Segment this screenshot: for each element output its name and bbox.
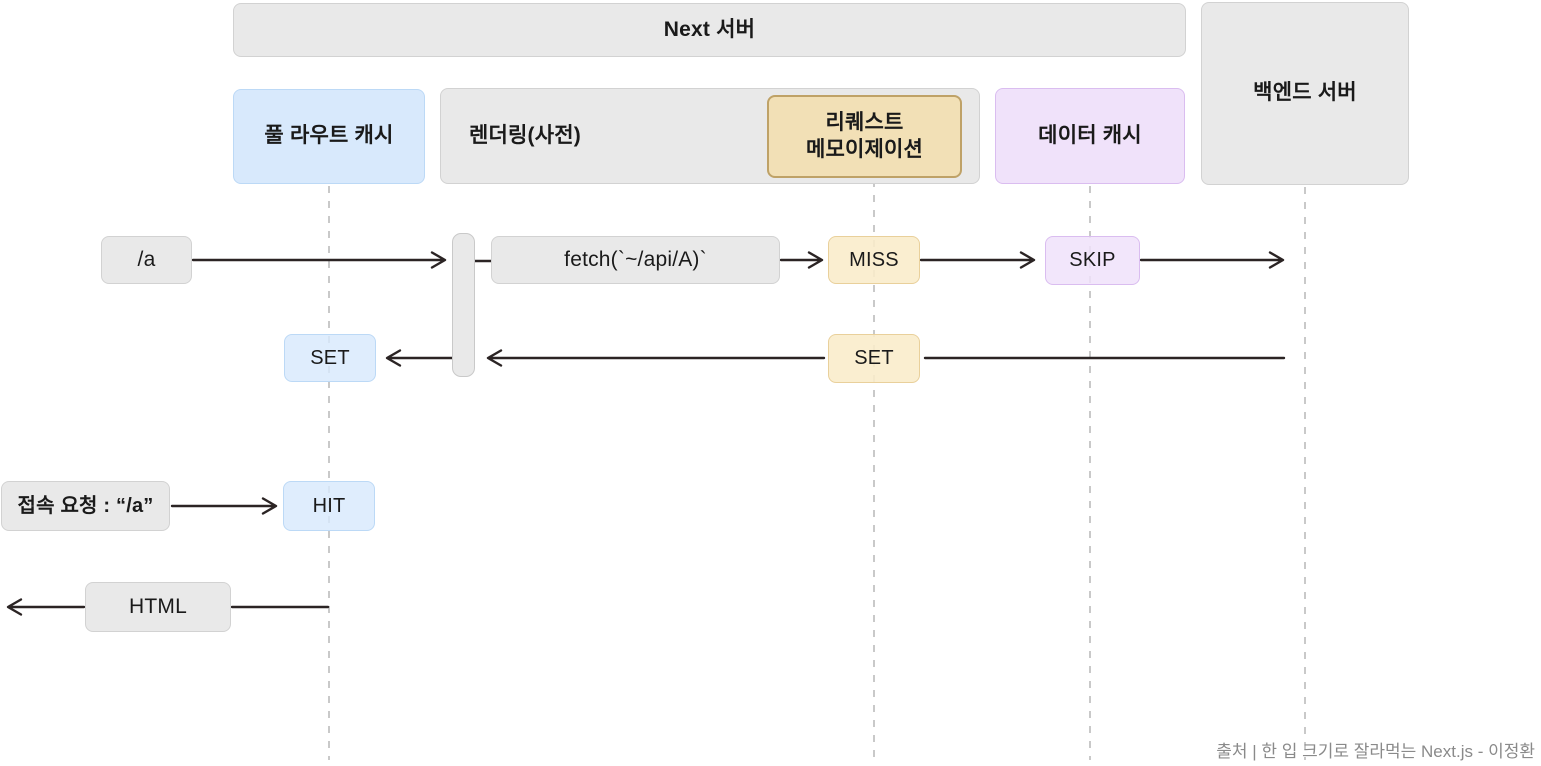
arrow-skip-to-backend xyxy=(1139,251,1285,269)
lane-request-memoization-line2: 메모이제이션 xyxy=(805,137,924,161)
node-access-request: 접속 요청 : “/a” xyxy=(1,481,170,531)
arrow-html-to-client xyxy=(6,598,86,616)
node-hit: HIT xyxy=(283,481,375,531)
lane-rendering-label: 렌더링(사전) xyxy=(469,123,581,147)
node-fetch-call-label: fetch(`~/api/A)` xyxy=(564,247,707,271)
lane-next-server-label: Next 서버 xyxy=(663,17,756,41)
attribution-text: 출처 | 한 입 크기로 잘라먹는 Next.js - 이정환 xyxy=(1216,742,1535,761)
node-set-data-cache: SET xyxy=(828,334,920,383)
lane-request-memoization: 리퀘스트 메모이제이션 xyxy=(767,95,962,178)
arrow-miss-to-skip xyxy=(919,251,1036,269)
node-hit-label: HIT xyxy=(312,494,346,517)
lane-full-route-cache: 풀 라우트 캐시 xyxy=(233,89,425,184)
lane-backend-server-label: 백엔드 서버 xyxy=(1253,81,1357,105)
node-skip: SKIP xyxy=(1045,236,1140,285)
node-set-full-route-cache-label: SET xyxy=(310,346,350,369)
node-miss-label: MISS xyxy=(849,248,899,271)
node-route-a: /a xyxy=(101,236,192,284)
arrow-request-to-hit xyxy=(170,497,278,515)
lane-backend-server: 백엔드 서버 xyxy=(1201,2,1409,185)
node-miss: MISS xyxy=(828,236,920,284)
lane-next-server: Next 서버 xyxy=(233,3,1186,57)
node-skip-label: SKIP xyxy=(1069,249,1116,271)
arrow-fetch-to-miss xyxy=(779,251,824,269)
node-fetch-call: fetch(`~/api/A)` xyxy=(491,236,780,284)
lane-data-cache: 데이터 캐시 xyxy=(995,88,1185,184)
rendering-activation-bar xyxy=(452,233,475,377)
node-set-full-route-cache: SET xyxy=(284,334,376,382)
arrow-route-a-to-rendering xyxy=(191,251,447,269)
node-html-label: HTML xyxy=(129,594,187,618)
node-route-a-label: /a xyxy=(137,247,156,271)
arrow-rendering-to-set-route xyxy=(385,349,454,367)
lane-full-route-cache-label: 풀 라우트 캐시 xyxy=(264,124,394,148)
node-set-data-cache-label: SET xyxy=(854,347,894,369)
node-access-request-label: 접속 요청 : “/a” xyxy=(17,494,154,517)
arrow-set-to-rendering xyxy=(486,349,826,367)
lane-request-memoization-line1: 리퀘스트 xyxy=(825,111,904,135)
node-html: HTML xyxy=(85,582,231,632)
lane-data-cache-label: 데이터 캐시 xyxy=(1038,123,1142,147)
